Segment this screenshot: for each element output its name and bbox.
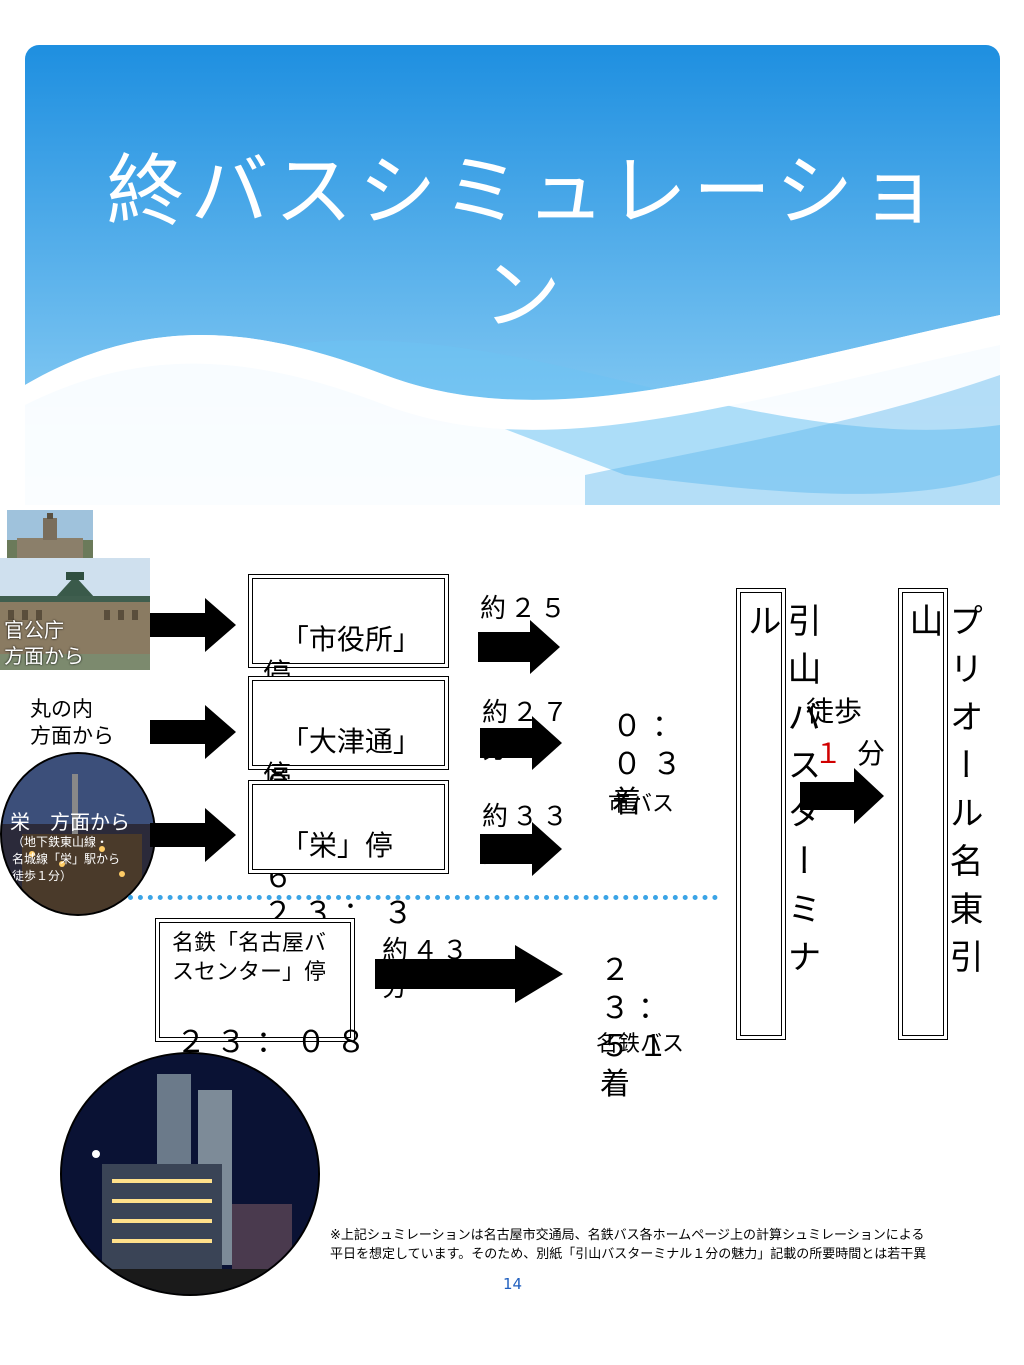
stop-meitetsu-name: 名鉄「名古屋バスセンター」停 [172, 931, 327, 985]
source-sakae-note: （地下鉄東山線・ 名城線「栄」駅から 徒歩１分） [12, 834, 120, 885]
destination-box: プリオール名東引山 [898, 588, 983, 1040]
source-marunouchi-line2: 方面から [30, 724, 114, 748]
footnote-line2: 平日を想定しています。そのため、別紙「引山バスターミナル１分の魅力」記載の所要時… [330, 1247, 927, 1262]
separator-line [128, 895, 718, 900]
page-number: 14 [503, 1275, 523, 1293]
source-marunouchi: 丸の内 方面から [30, 696, 114, 750]
arrow-duration-3 [480, 822, 562, 876]
terminal-box: 引山バスターミナル [736, 588, 821, 1040]
walk-unit: 分 [857, 737, 886, 770]
stop-meitetsu: 名鉄「名古屋バスセンター」停 ２３：０８ [155, 918, 366, 1060]
arrival-city-bus-label: 市バス [608, 792, 675, 817]
sakae-note-line2: 名城線「栄」駅から [12, 852, 121, 866]
nagoya-station-photo [60, 1052, 320, 1296]
arrow-walk [800, 768, 884, 824]
stop-sakae-name: 「栄」停 [280, 829, 393, 862]
arrow-duration-4 [375, 945, 563, 1003]
arrow-kanko [150, 598, 236, 652]
footnote-line1: ※上記シュミレーションは名古屋市交通局、名鉄バス各ホームページ上の計算シュミレー… [330, 1228, 925, 1243]
source-sakae: 栄 方面から [10, 810, 130, 834]
stop-shiyakusho: 「市役所」停 ２３：３８ [248, 574, 449, 793]
footnote: ※上記シュミレーションは名古屋市交通局、名鉄バス各ホームページ上の計算シュミレー… [330, 1226, 926, 1264]
source-kanko: 官公庁 方面から [4, 617, 84, 669]
arrow-duration-2 [480, 716, 562, 770]
walk-label: 徒歩 [806, 695, 863, 728]
arrival-city-bus-time: ０：０３着 [612, 709, 692, 820]
sakae-note-line1: （地下鉄東山線・ [12, 835, 109, 849]
source-kanko-line1: 官公庁 [4, 618, 64, 642]
prefectural-office-photo [0, 558, 150, 670]
sakae-note-line3: 徒歩１分） [12, 869, 73, 883]
source-marunouchi-line1: 丸の内 [30, 697, 93, 721]
sakae-photo: 栄 方面から （地下鉄東山線・ 名城線「栄」駅から 徒歩１分） [0, 752, 156, 916]
arrow-duration-1 [478, 620, 560, 674]
page-title: 終バスシミュレーション [106, 147, 944, 341]
arrival-meitetsu-label: 名鉄バス [596, 1032, 685, 1057]
arrow-marunouchi [150, 705, 236, 759]
banner-graphic [25, 45, 1000, 505]
destination-label: プリオール名東引山 [903, 603, 983, 987]
stop-sakae: 「栄」停 ２３：３０ [248, 780, 449, 965]
arrival-meitetsu-time: ２３：５１着 [600, 953, 676, 1102]
source-kanko-line2: 方面から [4, 644, 84, 668]
stop-otsudori: 「大津通」停 ２３：３６ [248, 676, 449, 895]
walk-minutes: １ [814, 737, 843, 770]
title-banner: 終バスシミュレーション [25, 45, 1000, 505]
arrow-sakae [150, 808, 236, 862]
